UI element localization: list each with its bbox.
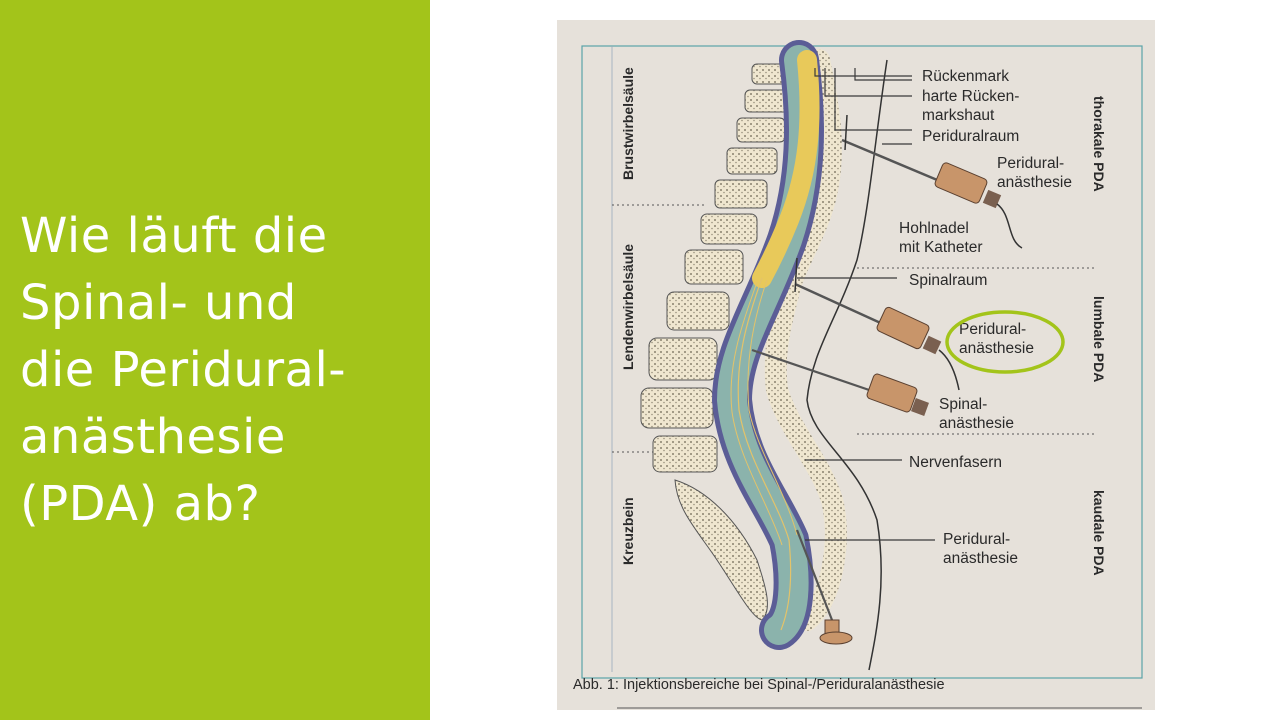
lumbar-pda-needle	[794, 257, 960, 391]
title-line: Spinal- und	[20, 275, 297, 331]
label-harte-rueckenmarkshaut: harte Rücken-	[922, 88, 1019, 105]
label-pda-kaudal: anästhesie	[943, 550, 1018, 567]
label-pda-kaudal: Peridural-	[943, 531, 1010, 548]
region-lumbale-pda: lumbale PDA	[1091, 296, 1107, 382]
label-pda-lumbal: Peridural-	[959, 321, 1026, 338]
region-thorakale-pda: thorakale PDA	[1091, 96, 1107, 192]
label-pda-thorakal: anästhesie	[997, 174, 1072, 191]
figure-frame	[581, 45, 1143, 679]
label-pda-lumbal: anästhesie	[959, 340, 1034, 357]
spinal-cord	[752, 50, 820, 288]
spine-diagram: Rückenmark harte Rücken- markshaut Perid…	[573, 40, 1143, 709]
label-periduralraum: Periduralraum	[922, 128, 1019, 145]
slide-title: Wie läuft die Spinal- und die Peridural-…	[20, 203, 425, 538]
region-brustwirbelsaeule: Brustwirbelsäule	[620, 67, 636, 180]
caudal-needle	[795, 529, 853, 645]
region-lendenwirbelsaeule: Lendenwirbelsäule	[620, 244, 636, 370]
vertebral-bodies	[640, 63, 797, 621]
label-spinalraum: Spinalraum	[909, 272, 987, 289]
spinous-processes	[764, 49, 847, 631]
leader-lines	[797, 68, 935, 541]
highlight-circle	[945, 310, 1065, 374]
label-rueckenmark: Rückenmark	[922, 68, 1009, 85]
label-spinalanaesthesie: anästhesie	[939, 415, 1014, 432]
region-kaudale-pda: kaudale PDA	[1091, 490, 1107, 576]
label-spinalanaesthesie: Spinal-	[939, 396, 987, 413]
title-line: Wie läuft die	[20, 208, 328, 264]
region-kreuzbein: Kreuzbein	[620, 497, 636, 565]
figure-caption: Abb. 1: Injektionsbereiche bei Spinal-/P…	[573, 677, 945, 693]
label-hohlnadel: Hohlnadel	[899, 220, 969, 237]
label-harte-rueckenmarkshaut: markshaut	[922, 107, 995, 124]
title-panel: Wie läuft die Spinal- und die Peridural-…	[0, 0, 430, 720]
title-line: die Peridural-	[20, 342, 347, 398]
spinal-needle	[751, 348, 929, 416]
label-nervenfasern: Nervenfasern	[909, 454, 1002, 471]
title-line: anästhesie	[20, 409, 286, 465]
spine-figure-photo: Rückenmark harte Rücken- markshaut Perid…	[557, 20, 1155, 710]
back-outline	[806, 59, 888, 671]
label-hohlnadel: mit Katheter	[899, 239, 983, 256]
title-line: (PDA) ab?	[20, 476, 261, 532]
thoracic-needle	[841, 114, 1023, 249]
label-pda-thorakal: Peridural-	[997, 155, 1064, 172]
nerve-fibers	[737, 277, 792, 631]
